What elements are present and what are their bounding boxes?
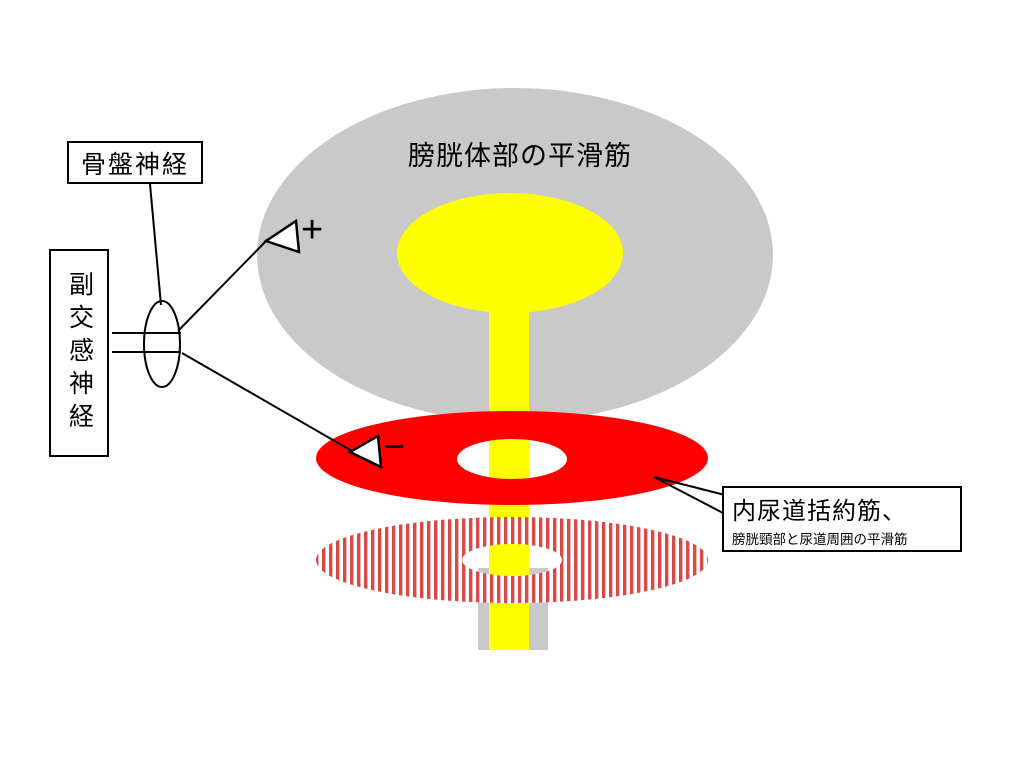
bladder-body-title: 膀胱体部の平滑筋 bbox=[408, 141, 632, 171]
sphincter-label-main: 内尿道括約筋、 bbox=[732, 497, 907, 525]
parasympathetic-label-box: 副交感神経 bbox=[49, 249, 109, 457]
parasympathetic-label: 副交感神経 bbox=[65, 270, 94, 436]
pelvic-nerve-label-box: 骨盤神経 bbox=[67, 141, 203, 184]
sphincter-label-sub: 膀胱頸部と尿道周囲の平滑筋 bbox=[732, 531, 908, 547]
inhibitory-line bbox=[181, 352, 353, 452]
bladder-interior-ellipse bbox=[397, 193, 623, 313]
inhibitory-minus-sign: − bbox=[383, 426, 406, 468]
sphincter-leader-line-upper bbox=[653, 476, 726, 496]
internal-sphincter-disc bbox=[316, 411, 708, 505]
sphincter-label-box: 内尿道括約筋、 膀胱頸部と尿道周囲の平滑筋 bbox=[722, 486, 962, 552]
pelvic-nerve-label: 骨盤神経 bbox=[80, 150, 189, 179]
excitatory-line bbox=[177, 238, 269, 332]
ganglion-ellipse bbox=[143, 300, 181, 388]
sphincter-leader-line-lower bbox=[653, 476, 726, 515]
striated-sphincter-disc bbox=[316, 517, 708, 603]
excitatory-plus-sign: + bbox=[301, 209, 324, 251]
inhibitory-synapse-triangle bbox=[347, 433, 383, 470]
excitatory-synapse-triangle bbox=[263, 218, 301, 254]
pelvic-nerve-line bbox=[149, 183, 162, 306]
